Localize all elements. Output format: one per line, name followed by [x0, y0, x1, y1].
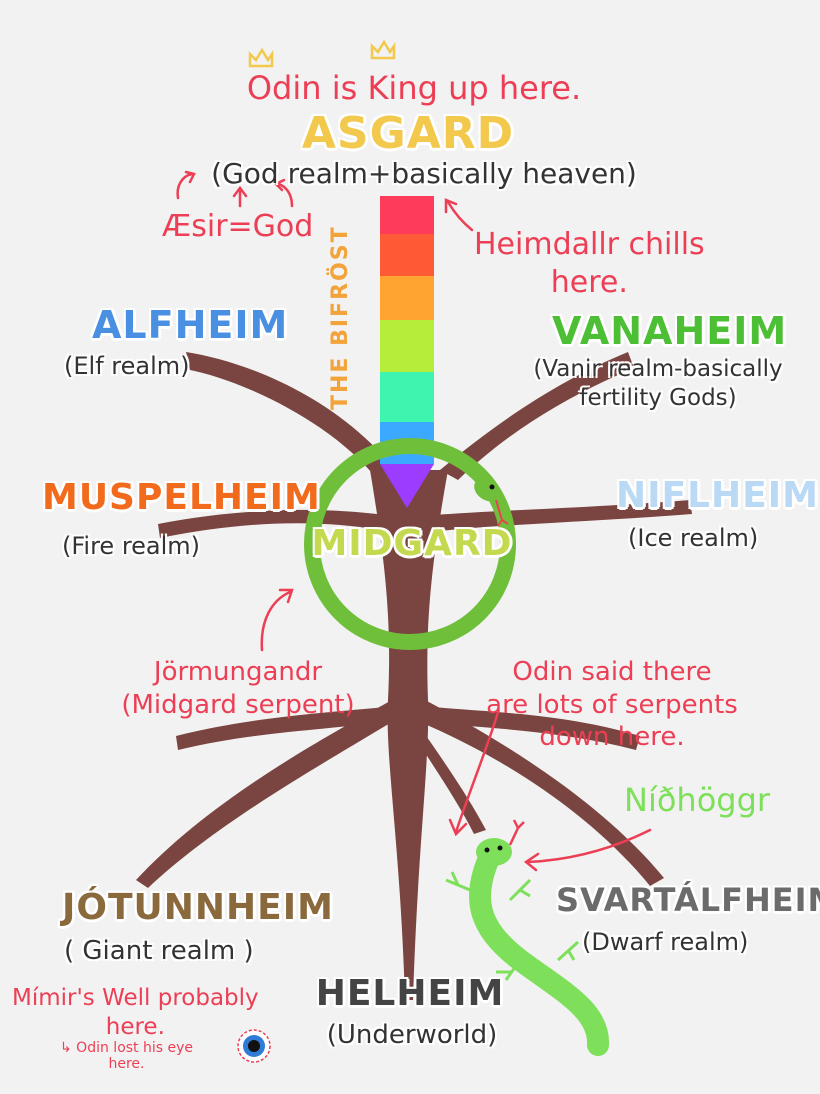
vanaheim-desc-line-2: fertility Gods) — [533, 387, 782, 410]
odin-king-note: Odin is King up here. — [247, 68, 581, 108]
arrow-aesir-mid — [234, 188, 246, 206]
vanaheim-desc-line-1: (Vanir realm-basically — [533, 358, 782, 381]
nidhoggr-note: Níðhöggr — [624, 784, 770, 816]
mimir-note-line-2: here. — [12, 1013, 259, 1042]
helheim-desc: (Underworld) — [327, 1022, 498, 1048]
heimdallr-note-line-1: Heimdallr chills — [474, 226, 705, 264]
heimdallr-note: Heimdallr chills here. — [474, 226, 705, 301]
jormungandr-note: Jörmungandr (Midgard serpent) — [121, 656, 354, 721]
serpents-note-line-1: Odin said there — [486, 656, 738, 689]
odin-eye-note: ↳ Odin lost his eye here. — [60, 1040, 193, 1072]
bifrost-band-yellow — [380, 276, 434, 320]
bifrost-band-teal — [380, 372, 434, 422]
arrow-jormungandr — [262, 590, 292, 650]
muspelheim-title: MUSPELHEIM — [42, 480, 321, 516]
jormungandr-note-line-1: Jörmungandr — [121, 656, 354, 689]
mimir-note-line-1: Mímir's Well probably — [12, 984, 259, 1013]
bifrost-label: THE BIFRÖST — [330, 225, 352, 410]
midgard-title: MIDGARD — [311, 526, 512, 562]
crown-icon-left — [250, 50, 272, 66]
odin-eye-note-line-2: here. — [60, 1056, 193, 1072]
odin-eye-note-line-1: ↳ Odin lost his eye — [60, 1040, 193, 1056]
serpents-note: Odin said there are lots of serpents dow… — [486, 656, 738, 754]
bifrost-bridge — [380, 196, 434, 508]
helheim-title: HELHEIM — [316, 976, 505, 1012]
aesir-note: Æsir=God — [162, 208, 313, 246]
svartalfheim-title: SVARTÁLFHEIM — [556, 884, 820, 916]
asgard-title: ASGARD — [302, 112, 514, 156]
vanaheim-desc: (Vanir realm-basically fertility Gods) — [533, 358, 782, 410]
bifrost-band-orange — [380, 234, 434, 276]
arrow-aesir-left — [178, 172, 194, 198]
vanaheim-title: VANAHEIM — [552, 312, 787, 350]
crown-icon-right — [372, 42, 394, 58]
jormungandr-note-line-2: (Midgard serpent) — [121, 689, 354, 722]
jotunnheim-title: JÓTUNNHEIM — [62, 890, 334, 926]
asgard-desc: (God realm+basically heaven) — [211, 160, 637, 188]
niflheim-title: NIFLHEIM — [616, 478, 819, 514]
svartalfheim-desc: (Dwarf realm) — [582, 930, 748, 954]
bifrost-band-lime — [380, 320, 434, 372]
serpents-note-line-3: down here. — [486, 721, 738, 754]
alfheim-desc: (Elf realm) — [64, 354, 190, 378]
niflheim-desc: (Ice realm) — [628, 526, 758, 550]
serpents-note-line-2: are lots of serpents — [486, 689, 738, 722]
alfheim-title: ALFHEIM — [92, 306, 288, 344]
arrow-heimdallr — [446, 200, 472, 230]
jotunnheim-desc: ( Giant realm ) — [64, 938, 254, 964]
heimdallr-note-line-2: here. — [474, 264, 705, 302]
mimir-note: Mímir's Well probably here. — [12, 984, 259, 1042]
muspelheim-desc: (Fire realm) — [62, 534, 200, 558]
bifrost-band-red — [380, 196, 434, 234]
